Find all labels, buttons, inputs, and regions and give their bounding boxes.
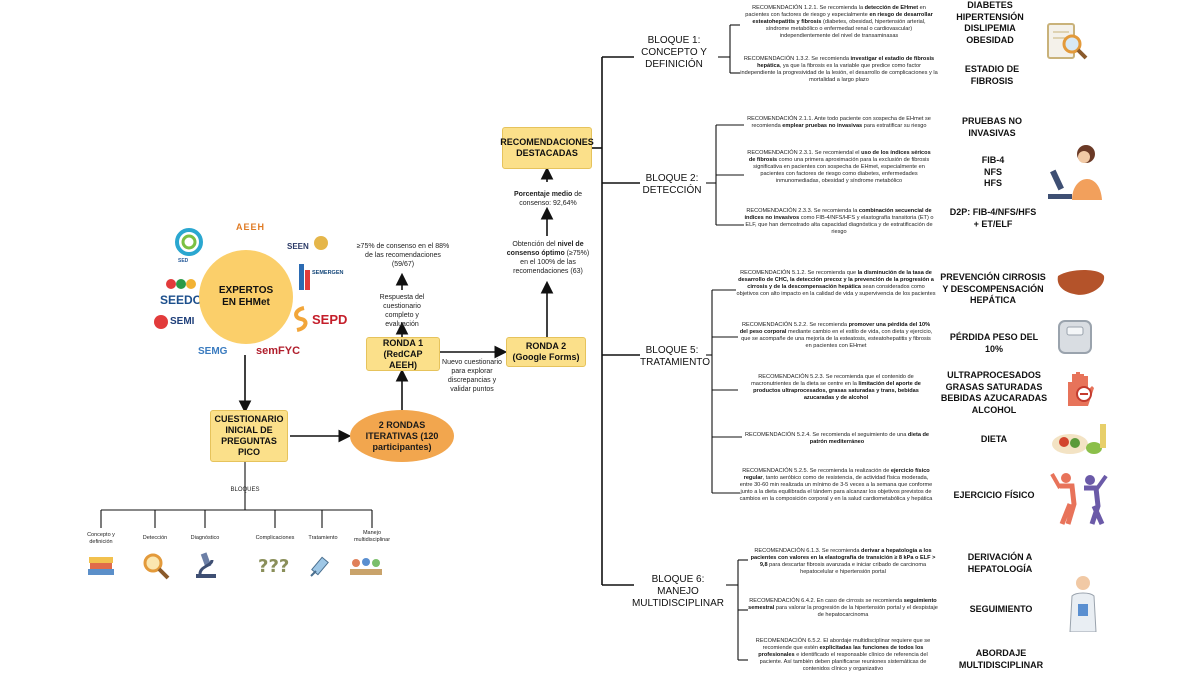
scale-icon	[1056, 318, 1094, 356]
semi-logo-mark	[153, 314, 169, 330]
keyword-fib4-nfs-hfs: FIB-4 NFS HFS	[981, 155, 1005, 188]
syringe-icon	[308, 552, 334, 578]
keyword-risk-factors: DIABETES HIPERTENSIÓN DISLIPEMIA OBESIDA…	[956, 0, 1024, 45]
ronda2-label: RONDA 2 (Google Forms)	[512, 341, 580, 362]
questionnaire-label: CUESTIONARIO INICIAL DE PREGUNTAS PICO	[214, 414, 284, 457]
category-deteccion: Detección	[142, 535, 168, 541]
consenso1-text: ≥75% de consenso en el 88% de las recome…	[356, 243, 450, 268]
sepd-logo: SEPD	[312, 312, 348, 327]
svg-text:???: ???	[258, 556, 289, 577]
semfyc-logo: semFYC	[256, 345, 301, 357]
rec-5-2-4: RECOMENDACIÓN 5.2.4. Se recomienda el se…	[744, 432, 930, 445]
rec-6-4-2: RECOMENDACIÓN 6.4.2. En caso de cirrosis…	[748, 598, 938, 618]
rec-2-3-1: RECOMENDACIÓN 2.3.1. Se recomiendal el u…	[747, 150, 931, 184]
rec-1-2-1: RECOMENDACIÓN 1.2.1. Se recomienda la de…	[745, 5, 933, 39]
rounds-label: 2 RONDAS ITERATIVAS (120 participantes)	[365, 419, 439, 452]
semg-logo: SEMG	[198, 346, 228, 357]
question-marks-icon: ???	[256, 550, 292, 578]
bloque2-label: BLOQUE 2: DETECCIÓN	[642, 173, 702, 196]
bloque5-label: BLOQUE 5: TRATAMIENTO	[640, 345, 710, 368]
obtencion-text: Obtención del nivel de consenso óptimo (…	[506, 241, 590, 275]
keyword-dieta: DIETA	[980, 434, 1008, 444]
books-icon	[86, 553, 116, 579]
seen-logo: SEEN	[287, 242, 309, 251]
experts-node: EXPERTOS EN EHMet	[199, 250, 293, 344]
magnifier-icon	[142, 552, 170, 580]
rec-5-2-3: RECOMENDACIÓN 5.2.3. Se recomienda que e…	[751, 374, 921, 401]
aeeh-logo: AEEH	[236, 222, 266, 232]
rec-6-5-2: RECOMENDACIÓN 6.5.2. El abordaje multidi…	[755, 638, 931, 672]
bloque1-label: BLOQUE 1: CONCEPTO Y DEFINICIÓN	[641, 35, 707, 70]
category-tratamiento: Tratamiento	[308, 535, 338, 541]
mediterranean-food-icon	[1048, 418, 1112, 458]
keyword-abordaje: ABORDAJE MULTIDISCIPLINAR	[958, 648, 1044, 670]
seedo-logo: SEEDO	[160, 293, 203, 307]
sed-logo	[172, 227, 206, 261]
ronda1-label: RONDA 1 (RedCAP AEEH)	[382, 337, 424, 370]
bloques-label: BLOQUES	[230, 487, 260, 493]
semergen-logo: SEMERGEN	[312, 270, 344, 276]
ronda1-node: RONDA 1 (RedCAP AEEH)	[366, 337, 440, 371]
rec-2-1-1: RECOMENDACIÓN 2.1.1. Ante todo paciente …	[747, 116, 931, 129]
keyword-derivacion: DERIVACIÓN A HEPATOLOGÍA	[967, 552, 1033, 574]
semergen-logo-mark	[298, 262, 312, 292]
exercise-people-icon	[1050, 468, 1108, 526]
keyword-ejercicio-fisico: EJERCICIO FÍSICO	[953, 490, 1035, 500]
rec-5-2-5: RECOMENDACIÓN 5.2.5. Se recomienda la re…	[739, 468, 933, 502]
rec-5-1-2: RECOMENDACIÓN 5.1.2. Se recomienda que l…	[736, 270, 936, 297]
seedo-logo-mark	[164, 275, 200, 293]
keyword-seguimiento: SEGUIMIENTO	[969, 604, 1033, 614]
keyword-ultraprocesados: ULTRAPROCESADOS GRASAS SATURADAS BEBIDAS…	[940, 370, 1048, 415]
rec-6-1-3: RECOMENDACIÓN 6.1.3. Se recomienda deriv…	[750, 548, 936, 575]
liver-icon	[1054, 266, 1106, 300]
semi-logo: SEMI	[170, 316, 195, 327]
keyword-perdida-peso: PÉRDIDA PESO DEL 10%	[949, 332, 1039, 354]
respuesta-text: Respuesta del cuestionario completo y ev…	[379, 294, 425, 328]
rounds-node: 2 RONDAS ITERATIVAS (120 participantes)	[350, 410, 454, 462]
nuevo-cuestionario-text: Nuevo cuestionario para explorar discrep…	[442, 359, 502, 393]
experts-label: EXPERTOS EN EHMet	[218, 285, 274, 308]
sed-logo-text: SED	[178, 258, 189, 264]
rec-1-3-2: RECOMENDACIÓN 1.3.2. Se recomienda inves…	[740, 56, 938, 83]
keyword-prevencion-cirrosis: PREVENCIÓN CIRROSIS Y DESCOMPENSACIÓN HE…	[940, 272, 1046, 305]
keyword-estadio-fibrosis: ESTADIO DE FIBROSIS	[964, 64, 1020, 86]
category-concepto: Concepto y definición	[87, 532, 115, 545]
destacadas-node: RECOMENDACIONES DESTACADAS	[500, 127, 594, 169]
destacadas-label: RECOMENDACIONES DESTACADAS	[500, 137, 594, 158]
keyword-pruebas-no-invasivas: PRUEBAS NO INVASIVAS	[961, 116, 1022, 138]
category-diagnostico: Diagnóstico	[190, 535, 220, 541]
seen-logo-mark	[312, 234, 330, 252]
bloque6-label: BLOQUE 6: MANEJO MULTIDISCIPLINAR	[631, 574, 725, 609]
clipboard-magnifier-icon	[1044, 20, 1090, 62]
sepd-logo-mark	[292, 306, 310, 332]
category-manejo: Manejo multidisciplinar	[353, 530, 391, 543]
doctor-icon	[1066, 574, 1100, 633]
microscope-icon	[192, 550, 220, 580]
ronda2-node: RONDA 2 (Google Forms)	[506, 337, 586, 367]
rec-5-2-2: RECOMENDACIÓN 5.2.2. Se recomienda promo…	[739, 322, 933, 349]
category-complicaciones: Complicaciones	[255, 535, 295, 541]
team-meeting-icon	[346, 553, 386, 579]
questionnaire-node: CUESTIONARIO INICIAL DE PREGUNTAS PICO	[210, 410, 288, 462]
scientist-microscope-icon	[1042, 140, 1112, 202]
keyword-d2p: D2P: FIB-4/NFS/HFS + ET/ELF	[949, 207, 1037, 229]
rec-2-3-3: RECOMENDACIÓN 2.3.3. Se recomienda la co…	[744, 208, 934, 235]
porcentaje-text: Porcentaje medio de consenso: 92,64%	[513, 191, 583, 207]
stop-hand-icon	[1060, 366, 1100, 412]
